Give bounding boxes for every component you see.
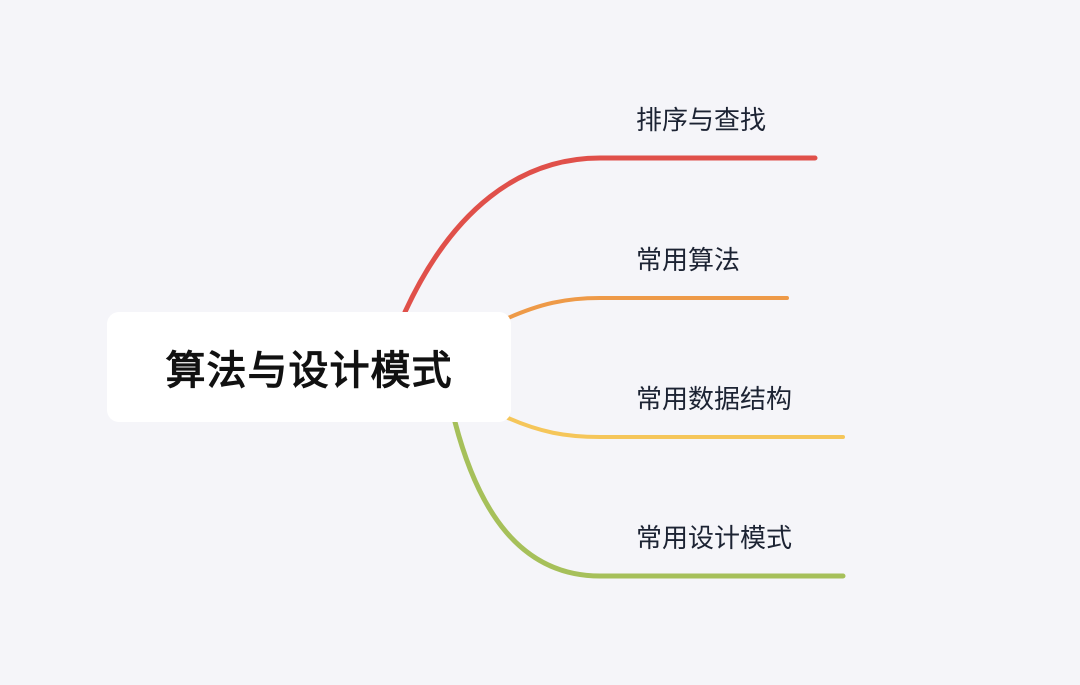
branch-connector-1 — [402, 155, 818, 315]
branch-connector-3 — [506, 416, 845, 439]
central-topic-label: 算法与设计模式 — [165, 348, 453, 394]
branch-connector-4 — [452, 419, 846, 579]
branch-connector-2 — [506, 296, 789, 320]
branch-topic-3[interactable]: 常用数据结构 — [636, 385, 793, 415]
branch-topic-1[interactable]: 排序与查找 — [636, 106, 767, 136]
central-topic-node[interactable]: 算法与设计模式 — [107, 312, 511, 422]
branch-topic-2[interactable]: 常用算法 — [636, 246, 741, 276]
branch-topic-4[interactable]: 常用设计模式 — [636, 524, 793, 554]
